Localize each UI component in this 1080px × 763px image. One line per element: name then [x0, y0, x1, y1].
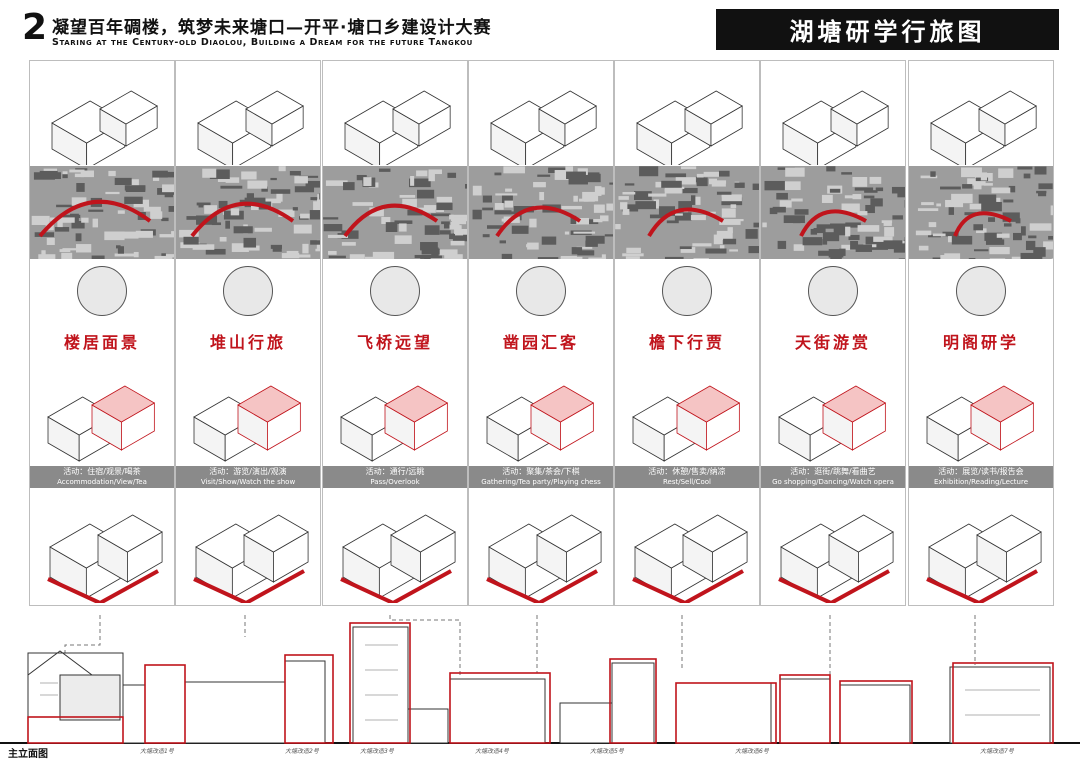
painting-excerpt — [761, 166, 905, 259]
section-number: 2 — [22, 7, 48, 48]
route-diagram — [778, 514, 894, 603]
activity-diagram — [486, 385, 595, 462]
activity-band: 活动：聚集/茶会/下棋 Gathering/Tea party/Playing c… — [469, 466, 613, 488]
painting-excerpt — [176, 166, 320, 259]
vignette-icon — [516, 266, 566, 316]
painting-excerpt — [30, 166, 174, 259]
activity-band: 活动：住宿/观景/喝茶 Accommodation/View/Tea — [30, 466, 174, 488]
activity-column: 堆山行旅活动：游览/演出/观演 Visit/Show/Watch the show — [175, 60, 321, 606]
activity-column: 明阁研学活动：展览/读书/报告会 Exhibition/Reading/Lectu… — [908, 60, 1054, 606]
vignette-icon — [808, 266, 858, 316]
activity-name: 檐下行贾 — [648, 333, 725, 352]
activity-band: 活动：休憩/售卖/纳凉 Rest/Sell/Cool — [615, 466, 759, 488]
activity-column: 凿园汇客活动：聚集/茶会/下棋 Gathering/Tea party/Playi… — [468, 60, 614, 606]
activity-en: Accommodation/View/Tea — [57, 478, 147, 486]
axonometric-drawing — [490, 90, 597, 165]
site-label: 大塘改造7号 — [980, 748, 1014, 755]
vignette-icon — [662, 266, 712, 316]
site-label: 大塘改造2号 — [285, 748, 319, 755]
activity-cn: 活动：休憩/售卖/纳凉 — [648, 467, 726, 476]
sheet-title-badge: 湖塘研学行旅图 — [716, 9, 1059, 50]
axonometric-drawing — [636, 90, 743, 165]
activity-cn: 活动：逛街/跳舞/看曲艺 — [790, 467, 876, 476]
activity-en: Gathering/Tea party/Playing chess — [481, 478, 601, 486]
activity-band: 活动：通行/远眺 Pass/Overlook — [323, 466, 467, 488]
activity-name: 凿园汇客 — [502, 333, 579, 352]
activity-band: 活动：展览/读书/报告会 Exhibition/Reading/Lecture — [909, 466, 1053, 488]
activity-cn: 活动：游览/演出/观演 — [209, 467, 287, 476]
activity-cn: 活动：住宿/观景/喝茶 — [63, 467, 141, 476]
connector-lines — [64, 615, 976, 680]
activity-diagram — [47, 385, 156, 462]
route-diagram — [632, 514, 748, 603]
painting-excerpt — [615, 166, 759, 259]
site-label: 大塘改造6号 — [735, 748, 769, 755]
activity-cn: 活动：展览/读书/报告会 — [938, 467, 1024, 476]
axonometric-drawing — [51, 90, 158, 165]
route-diagram — [47, 514, 163, 603]
vignette-icon — [956, 266, 1006, 316]
activity-name: 楼居面景 — [63, 333, 140, 352]
painting-excerpt — [323, 166, 467, 259]
activity-en: Rest/Sell/Cool — [662, 478, 711, 486]
site-label: 大塘改造3号 — [360, 748, 394, 755]
route-diagram — [340, 514, 456, 603]
activity-name: 堆山行旅 — [209, 333, 286, 352]
activity-name: 飞桥远望 — [356, 333, 433, 352]
activity-name: 明阁研学 — [942, 333, 1019, 352]
main-elevation — [0, 615, 1080, 744]
activity-en: Visit/Show/Watch the show — [200, 478, 296, 486]
site-label: 大塘改造4号 — [475, 748, 509, 755]
painting-excerpt — [909, 166, 1053, 259]
activity-diagram — [193, 385, 302, 462]
activity-column: 楼居面景活动：住宿/观景/喝茶 Accommodation/View/Tea — [29, 60, 175, 606]
activity-en: Go shopping/Dancing/Watch opera — [772, 478, 894, 486]
vignette-icon — [77, 266, 127, 316]
axonometric-drawing — [930, 90, 1037, 165]
activity-band: 活动：逛街/跳舞/看曲艺 Go shopping/Dancing/Watch op… — [761, 466, 905, 488]
competition-subtitle: Staring at the Century-old Diaolou, Buil… — [52, 37, 473, 48]
activity-diagram — [340, 385, 449, 462]
activity-en: Pass/Overlook — [370, 478, 420, 486]
activity-column: 天街游赏活动：逛街/跳舞/看曲艺 Go shopping/Dancing/Watc… — [760, 60, 906, 606]
painting-excerpt — [469, 166, 613, 259]
activity-name: 天街游赏 — [794, 333, 871, 352]
activity-band: 活动：游览/演出/观演 Visit/Show/Watch the show — [176, 466, 320, 488]
activity-cn: 活动：聚集/茶会/下棋 — [502, 467, 580, 476]
activity-column: 飞桥远望活动：通行/远眺 Pass/Overlook — [322, 60, 468, 606]
route-diagram — [486, 514, 602, 603]
axonometric-drawing — [782, 90, 889, 165]
competition-title: 凝望百年碉楼，筑梦未来塘口—开平·塘口乡建设计大赛 — [52, 18, 492, 38]
elevation-label: 主立面图 — [8, 749, 48, 760]
route-diagram — [926, 514, 1042, 603]
activity-diagram — [632, 385, 741, 462]
activity-diagram — [926, 385, 1035, 462]
axonometric-drawing — [197, 90, 304, 165]
activity-column: 檐下行贾活动：休憩/售卖/纳凉 Rest/Sell/Cool — [614, 60, 760, 606]
activity-en: Exhibition/Reading/Lecture — [933, 478, 1029, 486]
site-label: 大塘改造5号 — [590, 748, 624, 755]
activity-diagram — [778, 385, 887, 462]
vignette-icon — [370, 266, 420, 316]
vignette-icon — [223, 266, 273, 316]
site-label: 大塘改造1号 — [140, 748, 174, 755]
activity-cn: 活动：通行/远眺 — [365, 467, 425, 476]
route-diagram — [193, 514, 309, 603]
axonometric-drawing — [344, 90, 451, 165]
